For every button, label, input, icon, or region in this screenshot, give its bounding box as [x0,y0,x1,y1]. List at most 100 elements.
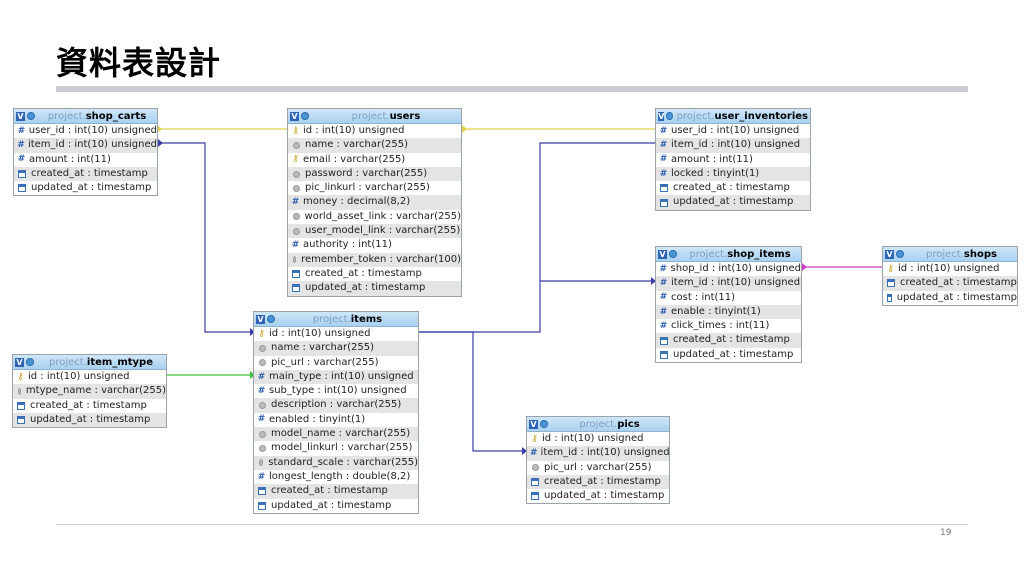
column-row[interactable]: created_at : timestamp [288,267,461,281]
collapse-toggle-icon[interactable]: V [658,249,667,259]
column-row[interactable]: pic_url : varchar(255) [254,356,418,370]
gear-icon[interactable] [669,250,677,258]
column-row[interactable]: updated_at : timestamp [288,281,461,296]
gear-icon[interactable] [896,250,904,258]
collapse-toggle-icon[interactable]: V [256,314,265,324]
gear-icon[interactable] [301,112,309,120]
column-row[interactable]: #money : decimal(8,2) [288,195,461,210]
column-row[interactable]: password : varchar(255) [288,166,461,182]
column-row[interactable]: ⚷email : varchar(255) [288,153,461,167]
link-items-user-inventories [419,142,656,333]
column-row[interactable]: created_at : timestamp [883,276,1017,291]
column-label: enable : tinyint(1) [671,305,761,317]
column-row[interactable]: user_model_link : varchar(255) [288,224,461,239]
column-label: password : varchar(255) [305,167,428,179]
column-row[interactable]: updated_at : timestamp [656,195,810,210]
project-label: project. [49,356,87,368]
collapse-toggle-icon[interactable]: V [658,111,665,121]
column-row[interactable]: #locked : tinyint(1) [656,166,810,182]
gear-icon[interactable] [267,315,275,323]
column-row[interactable]: #main_type : int(10) unsigned [254,369,418,385]
column-row[interactable]: updated_at : timestamp [527,489,669,503]
column-row[interactable]: #click_times : int(11) [656,319,801,333]
gear-icon[interactable] [26,358,34,366]
column-row[interactable]: created_at : timestamp [254,484,418,499]
column-row[interactable]: #enable : tinyint(1) [656,304,801,320]
column-row[interactable]: created_at : timestamp [527,474,669,490]
column-row[interactable]: #item_id : int(10) unsigned [14,138,157,153]
column-row[interactable]: updated_at : timestamp [14,181,157,195]
column-row[interactable]: updated_at : timestamp [13,412,166,428]
column-label: user_model_link : varchar(255) [305,225,461,237]
column-row[interactable]: remember_token : varchar(100) [288,252,461,267]
column-row[interactable]: updated_at : timestamp [883,291,1017,305]
gear-icon[interactable] [27,112,35,120]
column-row[interactable]: ⚷id : int(10) unsigned [527,432,669,446]
column-row[interactable]: name : varchar(255) [254,341,418,356]
key-icon: ⚷ [258,328,265,339]
column-row[interactable]: pic_linkurl : varchar(255) [288,181,461,195]
text-field-icon [293,213,300,221]
column-row[interactable]: #user_id : int(10) unsigned [656,124,810,138]
numeric-icon: # [257,371,266,382]
column-row[interactable]: updated_at : timestamp [254,499,418,513]
collapse-toggle-icon[interactable]: V [529,419,538,429]
column-row[interactable]: #amount : int(11) [656,153,810,167]
column-row[interactable]: ⚷id : int(10) unsigned [254,327,418,341]
column-row[interactable]: model_linkurl : varchar(255) [254,441,418,455]
column-row[interactable]: #longest_length : double(8,2) [254,470,418,484]
collapse-toggle-icon[interactable]: V [290,111,299,121]
column-row[interactable]: created_at : timestamp [656,181,810,195]
calendar-icon [292,270,300,279]
column-row[interactable]: name : varchar(255) [288,138,461,153]
column-row[interactable]: standard_scale : varchar(255) [254,455,418,470]
column-row[interactable]: #cost : int(11) [656,291,801,305]
collapse-toggle-icon[interactable]: V [885,249,894,259]
gear-icon[interactable] [666,112,673,120]
column-row[interactable]: #shop_id : int(10) unsigned [656,262,801,276]
column-row[interactable]: pic_url : varchar(255) [527,461,669,475]
column-row[interactable]: created_at : timestamp [13,399,166,413]
column-row[interactable]: updated_at : timestamp [656,348,801,362]
column-row[interactable]: ⚷id : int(10) unsigned [288,124,461,138]
calendar-icon [17,416,25,425]
column-row[interactable]: model_name : varchar(255) [254,427,418,442]
column-row[interactable]: #user_id : int(10) unsigned [14,124,157,138]
column-row[interactable]: #amount : int(11) [14,153,157,167]
column-row[interactable]: ⚷id : int(10) unsigned [13,370,166,384]
column-row[interactable]: created_at : timestamp [14,166,157,182]
column-row[interactable]: description : varchar(255) [254,398,418,413]
collapse-toggle-icon[interactable]: V [15,357,24,367]
column-row[interactable]: #authority : int(11) [288,238,461,252]
text-field-icon [259,459,264,467]
calendar-icon [660,336,668,345]
column-row[interactable]: #item_id : int(10) unsigned [656,276,801,291]
column-row[interactable]: #enabled : tinyint(1) [254,413,418,427]
column-row[interactable]: world_asset_link : varchar(255) [288,210,461,224]
column-row[interactable]: mtype_name : varchar(255) [13,384,166,399]
gear-icon[interactable] [540,420,548,428]
page-number: 19 [940,528,952,538]
collapse-toggle-icon[interactable]: V [16,111,25,121]
column-row[interactable]: #item_id : int(10) unsigned [656,138,810,153]
column-row[interactable]: #item_id : int(10) unsigned [527,446,669,461]
column-row[interactable]: ⚷id : int(10) unsigned [883,262,1017,276]
column-row[interactable]: created_at : timestamp [656,333,801,348]
column-row[interactable]: #sub_type : int(10) unsigned [254,384,418,398]
